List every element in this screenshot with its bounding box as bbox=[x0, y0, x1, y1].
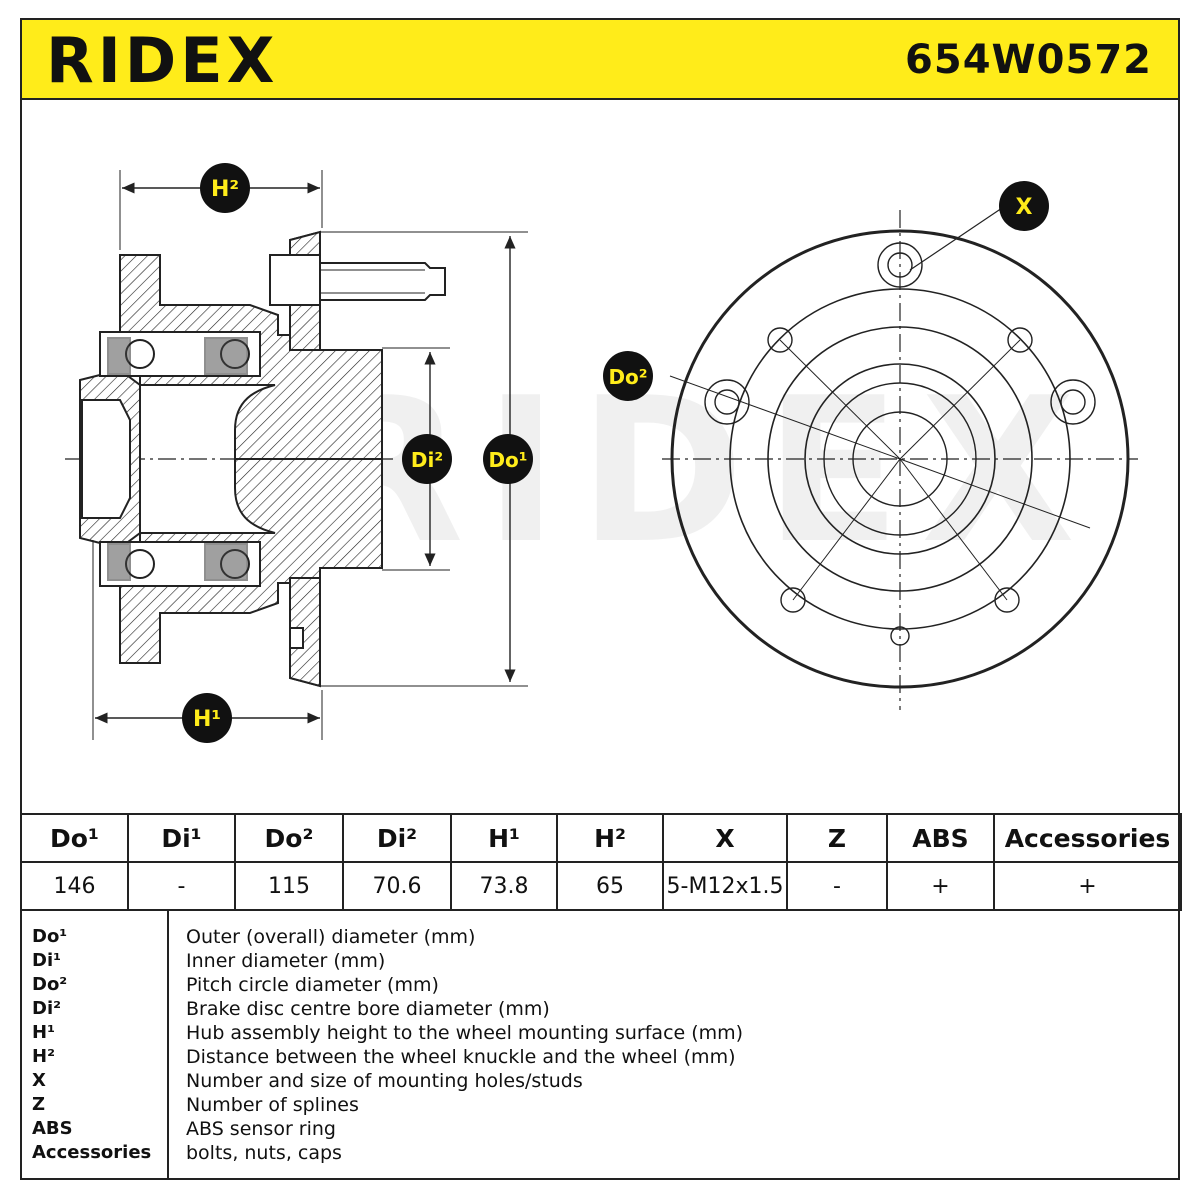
legend-text: Inner diameter (mm) bbox=[186, 950, 386, 972]
legend-key: H² bbox=[32, 1046, 55, 1067]
badge-h2: H² bbox=[200, 163, 250, 213]
legend-row: H¹ Hub assembly height to the wheel moun… bbox=[20, 1021, 1180, 1045]
legend-row: H² Distance between the wheel knuckle an… bbox=[20, 1045, 1180, 1069]
spec-value: 5-M12x1.5 bbox=[662, 861, 788, 911]
legend-key: ABS bbox=[32, 1118, 73, 1139]
spec-value: - bbox=[127, 861, 236, 911]
legend-row: X Number and size of mounting holes/stud… bbox=[20, 1069, 1180, 1093]
badge-h1: H¹ bbox=[182, 693, 232, 743]
badge-do2: Do² bbox=[603, 351, 653, 401]
legend-text: Outer (overall) diameter (mm) bbox=[186, 926, 476, 948]
legend-key: Do¹ bbox=[32, 926, 68, 947]
col-header: ABS bbox=[886, 813, 995, 863]
svg-text:Do¹: Do¹ bbox=[488, 448, 527, 472]
svg-text:Di²: Di² bbox=[411, 448, 443, 472]
legend-key: Di¹ bbox=[32, 950, 61, 971]
svg-text:X: X bbox=[1016, 195, 1033, 220]
legend-text: ABS sensor ring bbox=[186, 1118, 336, 1140]
legend-text: Hub assembly height to the wheel mountin… bbox=[186, 1022, 744, 1044]
legend-text: Number and size of mounting holes/studs bbox=[186, 1070, 583, 1092]
badge-x: X bbox=[999, 181, 1049, 231]
col-header: H² bbox=[556, 813, 664, 863]
col-header: H¹ bbox=[450, 813, 558, 863]
badge-do1: Do¹ bbox=[483, 434, 533, 484]
specs-table: Do¹ Di¹ Do² Di² H¹ H² X Z ABS Accessorie… bbox=[20, 813, 1182, 911]
part-number: 654W0572 bbox=[905, 37, 1152, 83]
brand-logo: RIDEX bbox=[46, 24, 279, 97]
legend-text: bolts, nuts, caps bbox=[186, 1142, 342, 1164]
legend-row: Do² Pitch circle diameter (mm) bbox=[20, 973, 1180, 997]
hub-section-view bbox=[65, 230, 446, 688]
spec-value: 73.8 bbox=[450, 861, 558, 911]
header-bar: RIDEX 654W0572 bbox=[20, 18, 1180, 100]
legend-key: Do² bbox=[32, 974, 68, 995]
col-header: Di¹ bbox=[127, 813, 236, 863]
technical-drawing: RIDEX bbox=[65, 163, 1138, 743]
svg-text:H¹: H¹ bbox=[193, 707, 221, 732]
legend-row: Z Number of splines bbox=[20, 1093, 1180, 1117]
spec-value: 65 bbox=[556, 861, 664, 911]
legend-key: Di² bbox=[32, 998, 61, 1019]
col-header: Do¹ bbox=[20, 813, 129, 863]
legend-row: Do¹ Outer (overall) diameter (mm) bbox=[20, 925, 1180, 949]
col-header: Di² bbox=[342, 813, 452, 863]
legend-key: Accessories bbox=[32, 1142, 152, 1163]
legend-row: Di² Brake disc centre bore diameter (mm) bbox=[20, 997, 1180, 1021]
specs-header-row: Do¹ Di¹ Do² Di² H¹ H² X Z ABS Accessorie… bbox=[20, 813, 1182, 863]
legend-text: Number of splines bbox=[186, 1094, 359, 1116]
svg-text:H²: H² bbox=[211, 177, 239, 202]
legend-divider bbox=[167, 911, 169, 1180]
legend-row: ABS ABS sensor ring bbox=[20, 1117, 1180, 1141]
badge-di2: Di² bbox=[402, 434, 452, 484]
spec-value: + bbox=[886, 861, 995, 911]
legend: Do¹ Outer (overall) diameter (mm) Di¹ In… bbox=[20, 909, 1180, 1180]
spec-value: 146 bbox=[20, 861, 129, 911]
col-header: X bbox=[662, 813, 788, 863]
legend-row: Accessories bolts, nuts, caps bbox=[20, 1141, 1180, 1165]
legend-text: Pitch circle diameter (mm) bbox=[186, 974, 439, 996]
svg-text:Do²: Do² bbox=[608, 365, 647, 389]
legend-text: Brake disc centre bore diameter (mm) bbox=[186, 998, 550, 1020]
hub-front-view bbox=[662, 205, 1138, 710]
spec-value: - bbox=[786, 861, 888, 911]
col-header: Z bbox=[786, 813, 888, 863]
col-header: Accessories bbox=[993, 813, 1182, 863]
legend-text: Distance between the wheel knuckle and t… bbox=[186, 1046, 736, 1068]
legend-row: Di¹ Inner diameter (mm) bbox=[20, 949, 1180, 973]
specs-value-row: 146 - 115 70.6 73.8 65 5-M12x1.5 - + + bbox=[20, 861, 1182, 911]
legend-key: H¹ bbox=[32, 1022, 55, 1043]
spec-value: 70.6 bbox=[342, 861, 452, 911]
spec-value: 115 bbox=[234, 861, 344, 911]
legend-key: Z bbox=[32, 1094, 46, 1115]
col-header: Do² bbox=[234, 813, 344, 863]
spec-value: + bbox=[993, 861, 1182, 911]
legend-key: X bbox=[32, 1070, 46, 1091]
